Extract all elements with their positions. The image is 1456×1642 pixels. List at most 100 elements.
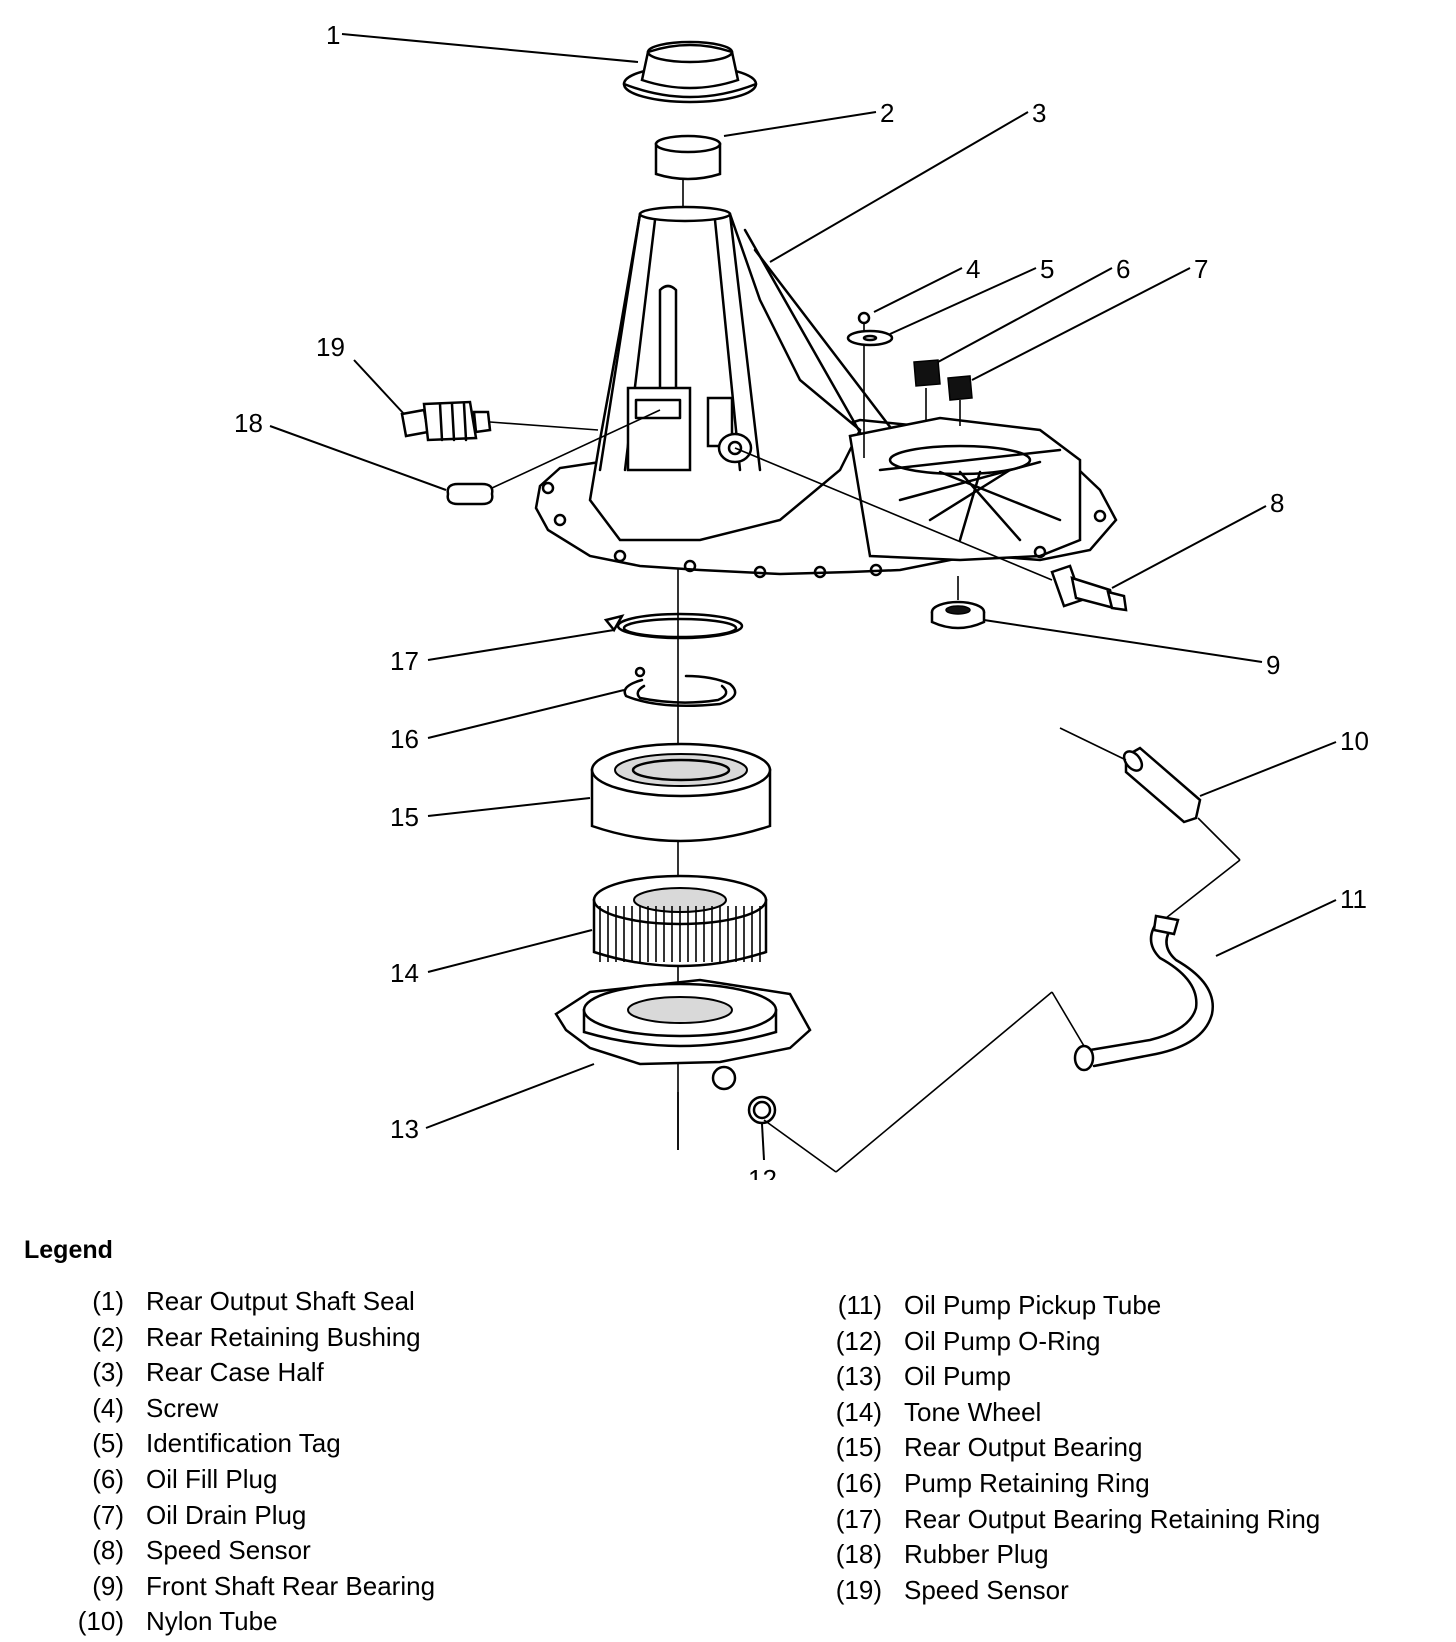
rear-output-bearing-retaining-ring xyxy=(603,612,744,640)
legend-item-number: (15) xyxy=(835,1432,882,1463)
callout-16: 16 xyxy=(390,724,419,754)
legend-item-number: (18) xyxy=(835,1539,882,1570)
callout-8: 8 xyxy=(1270,488,1284,518)
speed-sensor-right xyxy=(734,447,1128,612)
legend-item-number: (11) xyxy=(837,1290,882,1320)
leader-17 xyxy=(427,629,615,661)
pump-retaining-ring xyxy=(623,666,737,708)
leader-19 xyxy=(353,359,405,415)
oil-pump-o-ring xyxy=(747,1095,777,1125)
legend-item-label: Pump Retaining Ring xyxy=(904,1467,1150,1498)
legend-item-label: Oil Drain Plug xyxy=(146,1499,307,1530)
legend-column-left: (1)Rear Output Shaft Seal(2)Rear Retaini… xyxy=(62,1286,435,1642)
identification-tag xyxy=(846,329,894,347)
callout-7: 7 xyxy=(1194,254,1208,284)
callout-15: 15 xyxy=(390,802,419,832)
legend-item-label: Nylon Tube xyxy=(146,1606,278,1637)
leader-9 xyxy=(983,619,1263,663)
legend-item-label: Tone Wheel xyxy=(904,1396,1042,1427)
legend-item: (18) Rubber Plug xyxy=(818,1539,1320,1575)
callout-11: 11 xyxy=(1340,884,1367,914)
speed-sensor-left xyxy=(400,400,599,442)
tone-wheel-teeth xyxy=(599,906,761,962)
legend-item-label: Oil Pump Pickup Tube xyxy=(904,1290,1162,1320)
legend-item-number: (5) xyxy=(92,1428,124,1459)
legend-item: (4) Screw xyxy=(62,1393,435,1429)
leader-18 xyxy=(269,425,447,491)
legend-item-number: (1) xyxy=(92,1286,124,1316)
front-shaft-rear-bearing xyxy=(930,576,986,630)
legend-item-label: Oil Pump xyxy=(904,1361,1011,1392)
legend-item-label: Speed Sensor xyxy=(904,1574,1069,1605)
exploded-view-diagram: 1 2 3 4 5 6 7 8 9 10 11 12 13 14 15 16 1… xyxy=(234,20,1369,1180)
callout-18: 18 xyxy=(234,408,263,438)
leader-8 xyxy=(1111,505,1267,589)
callout-6: 6 xyxy=(1116,254,1130,284)
leader-14 xyxy=(427,929,593,973)
rear-case-half xyxy=(534,205,1118,579)
callout-17: 17 xyxy=(390,646,419,676)
legend-item-label: Rear Output Bearing Retaining Ring xyxy=(904,1503,1321,1534)
callout-14: 14 xyxy=(390,958,419,988)
nylon-tube xyxy=(1059,727,1241,919)
legend-item: (6) Oil Fill Plug xyxy=(62,1464,435,1500)
oil-pump-pickup-tube xyxy=(763,914,1214,1173)
tone-wheel xyxy=(592,874,768,968)
callout-10: 10 xyxy=(1340,726,1369,756)
rear-output-bearing xyxy=(590,742,772,843)
legend-item: (19) Speed Sensor xyxy=(818,1575,1320,1611)
leader-11 xyxy=(1215,899,1337,957)
rubber-plug xyxy=(446,409,661,506)
leader-1 xyxy=(341,33,639,63)
legend-item-number: (16) xyxy=(835,1467,882,1498)
legend-item: (5) Identification Tag xyxy=(62,1428,435,1464)
leader-7 xyxy=(971,267,1191,381)
callout-9: 9 xyxy=(1266,650,1280,680)
legend-item: (7)Oil Drain Plug xyxy=(62,1500,435,1536)
legend-item-label: Rubber Plug xyxy=(904,1539,1049,1570)
legend-item: (16) Pump Retaining Ring xyxy=(818,1468,1320,1504)
legend-item-label: Identification Tag xyxy=(146,1428,341,1459)
legend-title: Legend xyxy=(24,1236,113,1264)
legend-item-label: Speed Sensor xyxy=(146,1535,311,1566)
legend-item-number: (6) xyxy=(92,1463,124,1494)
legend-item: (9) Front Shaft Rear Bearing xyxy=(62,1571,435,1607)
legend-item: (12)Oil Pump O-Ring xyxy=(818,1326,1320,1362)
legend-item-number: (13) xyxy=(835,1361,882,1392)
legend-item-number: (3) xyxy=(92,1357,124,1388)
leader-10 xyxy=(1199,741,1337,797)
legend-item: (3) Rear Case Half xyxy=(62,1357,435,1393)
callout-4: 4 xyxy=(966,254,980,284)
callout-12: 12 xyxy=(748,1164,777,1180)
legend-item-number: (14) xyxy=(835,1396,882,1427)
legend-item-label: Oil Pump O-Ring xyxy=(904,1325,1101,1356)
leader-13 xyxy=(425,1063,595,1129)
legend-item-label: Rear Output Shaft Seal xyxy=(146,1286,415,1316)
leader-2 xyxy=(723,111,877,137)
legend-item-label: Front Shaft Rear Bearing xyxy=(146,1570,436,1601)
legend-item-label: Screw xyxy=(146,1392,219,1423)
legend-item-label: Oil Fill Plug xyxy=(146,1463,278,1494)
leader-4 xyxy=(873,267,963,313)
legend-item: (10) Nylon Tube xyxy=(62,1606,435,1642)
leader-3 xyxy=(769,111,1029,263)
callout-13: 13 xyxy=(390,1114,419,1144)
legend-item: (14) Tone Wheel xyxy=(818,1397,1320,1433)
legend-item-label: Rear Case Half xyxy=(146,1357,324,1388)
oil-drain-plug xyxy=(947,375,973,426)
legend-column-right: (11) Oil Pump Pickup Tube (12)Oil Pump O-R… xyxy=(818,1290,1321,1611)
legend-item-number: (2) xyxy=(92,1321,124,1352)
legend-item: (8)Speed Sensor xyxy=(62,1535,435,1571)
rear-retaining-bushing xyxy=(654,134,722,181)
legend-item-number: (4) xyxy=(92,1392,124,1423)
leader-5 xyxy=(889,267,1037,335)
legend-item: (13) Oil Pump xyxy=(818,1361,1320,1397)
legend-item: (1) Rear Output Shaft Seal xyxy=(62,1286,435,1322)
leader-lines xyxy=(269,33,1337,1161)
legend-item-number: (10) xyxy=(77,1606,124,1637)
leader-16 xyxy=(427,689,625,739)
legend-item-number: (19) xyxy=(835,1574,882,1605)
legend-item: (17)Rear Output Bearing Retaining Ring xyxy=(818,1503,1321,1540)
leader-6 xyxy=(937,267,1113,363)
legend-item-number: (9) xyxy=(92,1570,124,1601)
